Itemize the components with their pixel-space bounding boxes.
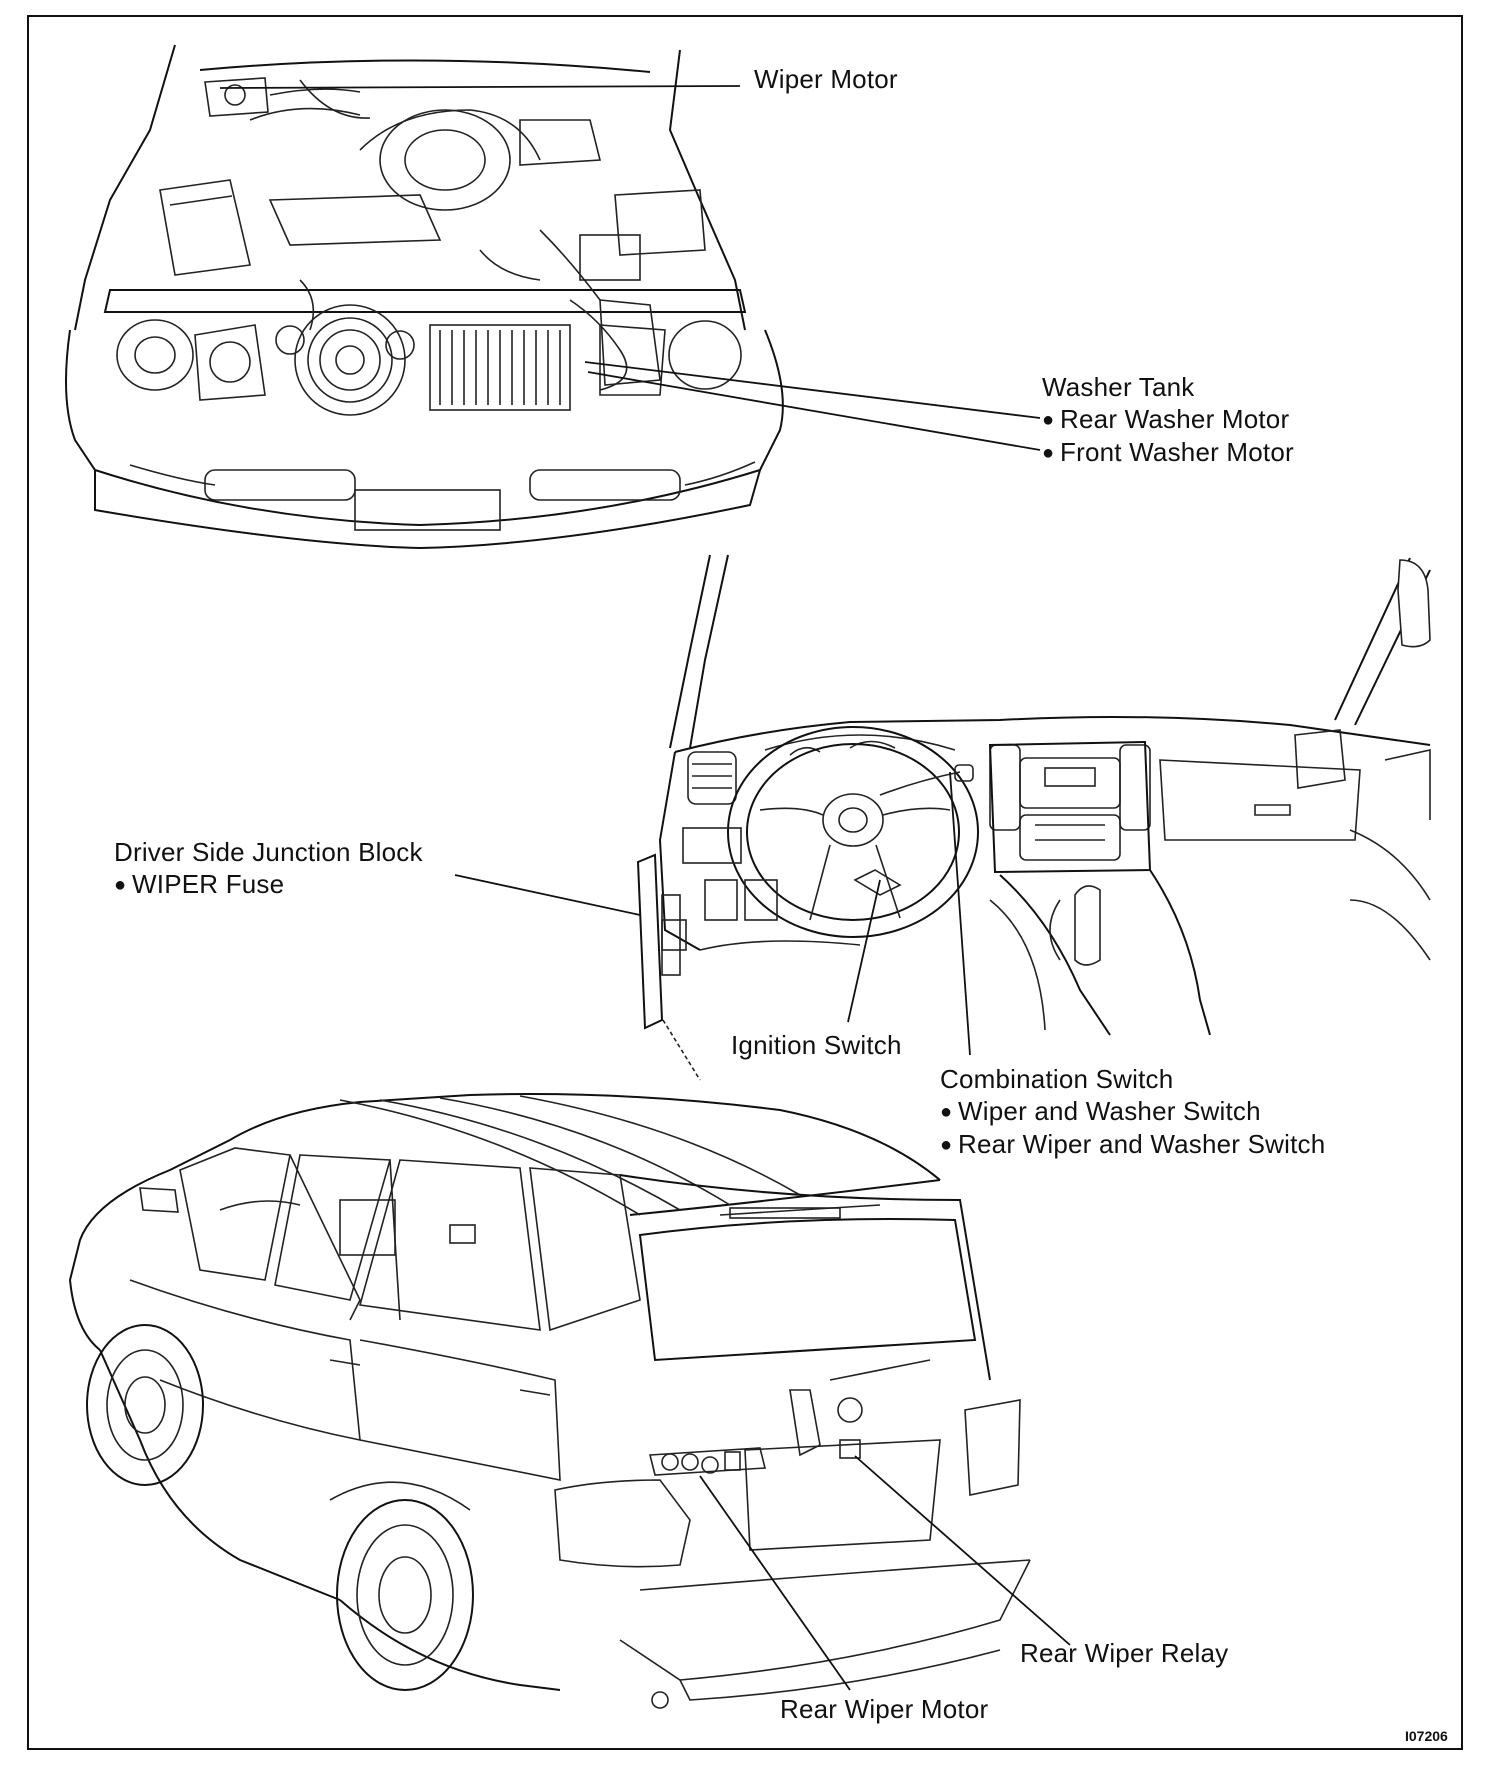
dashboard-illustration (636, 554, 1431, 1081)
combination-switch-item-rear-wiper-washer: Rear Wiper and Washer Switch (940, 1128, 1325, 1161)
washer-tank-item-rear-washer-motor: Rear Washer Motor (1042, 403, 1294, 436)
leader-ignition-switch (847, 879, 881, 1023)
label-wiper-motor: Wiper Motor (754, 64, 898, 94)
combination-switch-item-wiper-washer: Wiper and Washer Switch (940, 1095, 1325, 1128)
washer-tank-item-front-washer-motor: Front Washer Motor (1042, 436, 1294, 469)
combination-switch-title: Combination Switch (940, 1064, 1174, 1094)
engine-bay-illustration (65, 44, 784, 550)
label-washer-tank: Washer Tank Rear Washer Motor Front Wash… (1042, 371, 1294, 469)
label-combination-switch: Combination Switch Wiper and Washer Swit… (940, 1063, 1325, 1161)
diagram-frame (27, 15, 1463, 1750)
label-driver-side-junction-block: Driver Side Junction Block WIPER Fuse (114, 836, 423, 901)
leader-rear-wiper-relay (854, 1455, 1071, 1646)
label-rear-wiper-motor: Rear Wiper Motor (780, 1694, 989, 1724)
leader-lines (219, 85, 1071, 1691)
leader-combination-switch (949, 771, 971, 1056)
leader-junction-block (454, 874, 641, 916)
label-rear-wiper-relay: Rear Wiper Relay (1020, 1638, 1229, 1668)
leader-rear-washer-motor (584, 361, 1041, 419)
junction-block-title: Driver Side Junction Block (114, 837, 423, 867)
label-ignition-switch: Ignition Switch (731, 1030, 902, 1060)
leader-rear-wiper-motor (699, 1475, 851, 1691)
vehicle-rear-illustration (68, 1093, 1031, 1709)
figure-code: I07206 (1405, 1728, 1448, 1744)
junction-block-item-wiper-fuse: WIPER Fuse (114, 868, 423, 901)
leader-front-washer-motor (587, 371, 1041, 451)
washer-tank-title: Washer Tank (1042, 372, 1195, 402)
leader-wiper-motor (219, 85, 741, 89)
